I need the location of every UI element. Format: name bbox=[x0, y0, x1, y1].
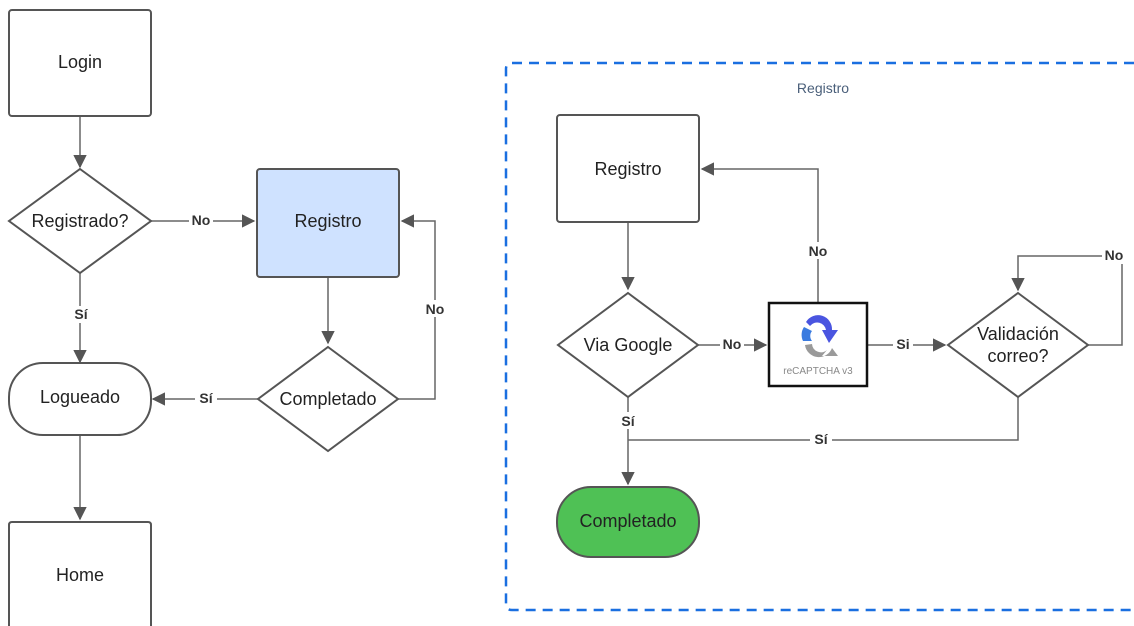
edge-label-si-completado: Sí bbox=[199, 390, 213, 406]
registrado-decision bbox=[7, 167, 153, 275]
recaptcha-label: reCAPTCHA v3 bbox=[783, 366, 853, 377]
edge-label-no-google: No bbox=[723, 336, 742, 352]
logueado-node bbox=[8, 362, 152, 436]
registro-group-title: Registro bbox=[797, 80, 849, 96]
validacion-label-line2: correo? bbox=[987, 346, 1048, 366]
login-node bbox=[8, 9, 152, 117]
edge-label-no-validacion: No bbox=[1105, 247, 1124, 263]
edge-label-si-registrado: Sí bbox=[74, 306, 88, 322]
registrado-label: Registrado? bbox=[31, 211, 128, 231]
edge-label-no-registrado: No bbox=[192, 212, 211, 228]
edge-label-no-captcha: No bbox=[809, 243, 828, 259]
home-node bbox=[8, 521, 152, 626]
completado-end-node bbox=[556, 486, 700, 558]
validacion-decision bbox=[946, 291, 1090, 399]
edge-captcha-registro-no bbox=[700, 162, 819, 303]
completado-end-label: Completado bbox=[579, 511, 676, 531]
logueado-label: Logueado bbox=[40, 387, 120, 407]
edge-label-si-google: Sí bbox=[621, 413, 635, 429]
viagoogle-decision bbox=[556, 291, 700, 399]
validacion-label-line1: Validación bbox=[977, 324, 1059, 344]
recaptcha-icon bbox=[801, 315, 838, 358]
registro-node-highlight bbox=[256, 168, 400, 278]
registro-step-node bbox=[556, 114, 700, 223]
registro-group-container bbox=[504, 61, 1134, 612]
completado-label: Completado bbox=[279, 389, 376, 409]
completado-decision bbox=[256, 345, 400, 453]
registro-step-label: Registro bbox=[594, 159, 661, 179]
edge-label-si-captcha: Si bbox=[896, 336, 909, 352]
edge-label-si-validacion: Sí bbox=[814, 431, 828, 447]
edge-validacion-completado bbox=[628, 397, 1019, 441]
registro-label: Registro bbox=[294, 211, 361, 231]
login-label: Login bbox=[58, 52, 102, 72]
viagoogle-label: Via Google bbox=[584, 335, 673, 355]
edge-label-no-completado: No bbox=[426, 301, 445, 317]
home-label: Home bbox=[56, 565, 104, 585]
